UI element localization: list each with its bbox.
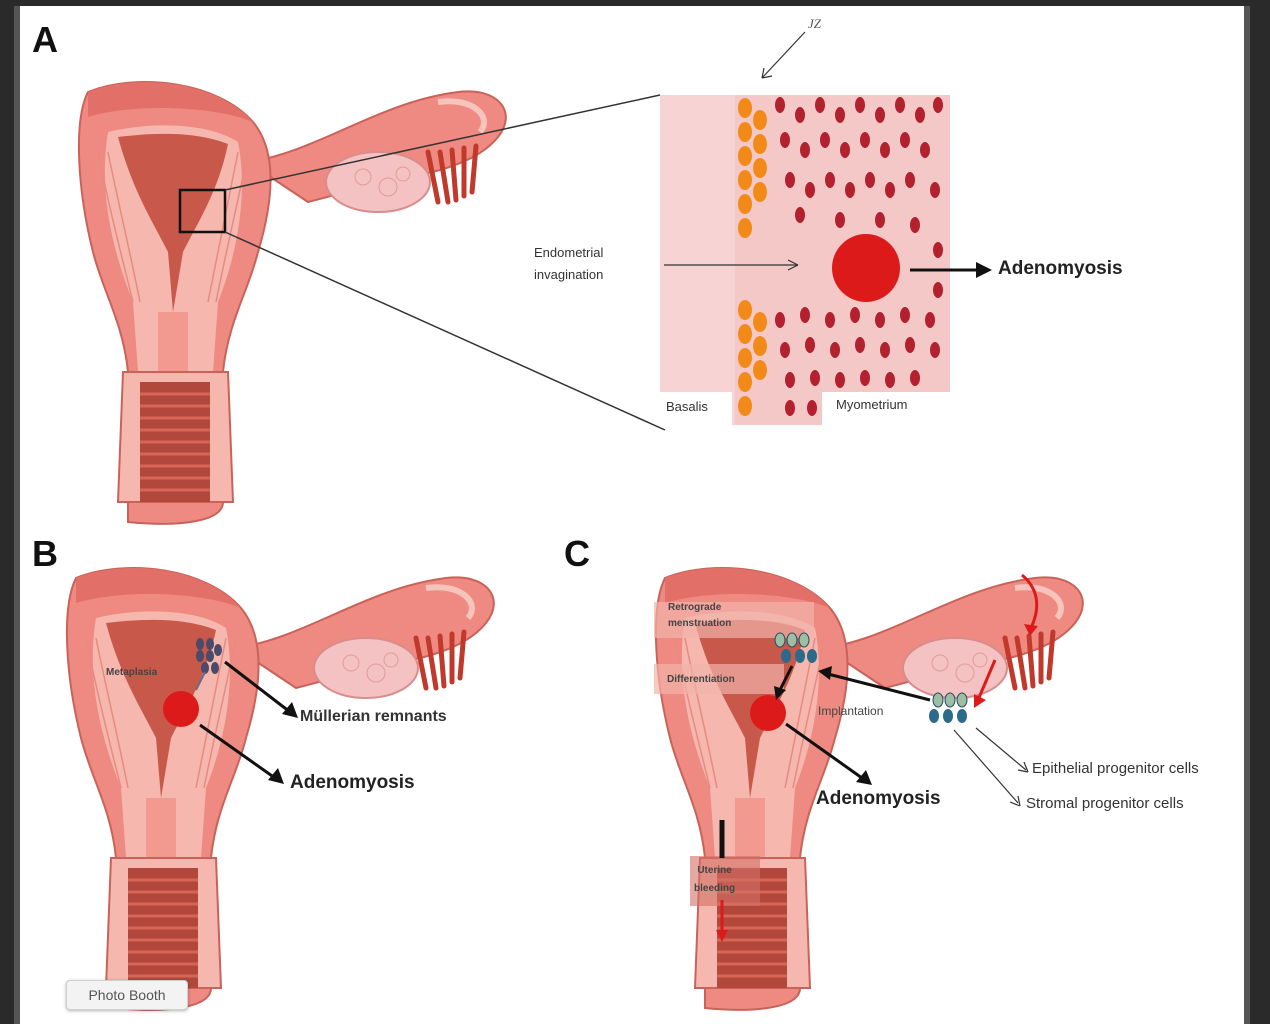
uterus-illustration-b <box>67 568 494 1010</box>
retrograde-menstruation-label: Retrograde menstruation <box>668 600 731 632</box>
invaginated-lesion <box>832 234 900 302</box>
invagination-label: Endometrial invagination <box>534 242 603 286</box>
differentiation-label: Differentiation <box>667 674 735 685</box>
adenomyosis-label-a: Adenomyosis <box>998 258 1123 280</box>
panel-a-letter: A <box>32 19 58 60</box>
jz-pointer-arrow <box>762 32 805 78</box>
epithelial-progenitor-label: Epithelial progenitor cells <box>1032 760 1199 777</box>
stromal-pointer <box>954 730 1018 803</box>
zoom-inset <box>660 95 950 425</box>
stromal-progenitor-label: Stromal progenitor cells <box>1026 795 1184 812</box>
metaplasia-label: Metaplasia <box>106 667 157 678</box>
jz-label: JZ <box>808 16 822 31</box>
adenomyosis-label-c: Adenomyosis <box>816 788 941 810</box>
panel-b-letter: B <box>32 533 58 574</box>
uterus-illustration-a <box>79 82 506 524</box>
adenomyosis-lesion-c <box>750 695 786 731</box>
progenitor-cells-peritoneal <box>929 693 967 723</box>
uterine-bleeding-label: Uterine bleeding <box>694 862 735 898</box>
implantation-label: Implantation <box>818 704 883 718</box>
myometrium-label: Myometrium <box>836 394 908 416</box>
adenomyosis-lesion-b <box>163 691 199 727</box>
photo-booth-button[interactable]: Photo Booth <box>66 980 188 1010</box>
basalis-label: Basalis <box>666 396 708 418</box>
panel-c-letter: C <box>564 533 590 574</box>
adenomyosis-label-b: Adenomyosis <box>290 772 415 794</box>
mullerian-remnants-label: Müllerian remnants <box>300 708 447 726</box>
